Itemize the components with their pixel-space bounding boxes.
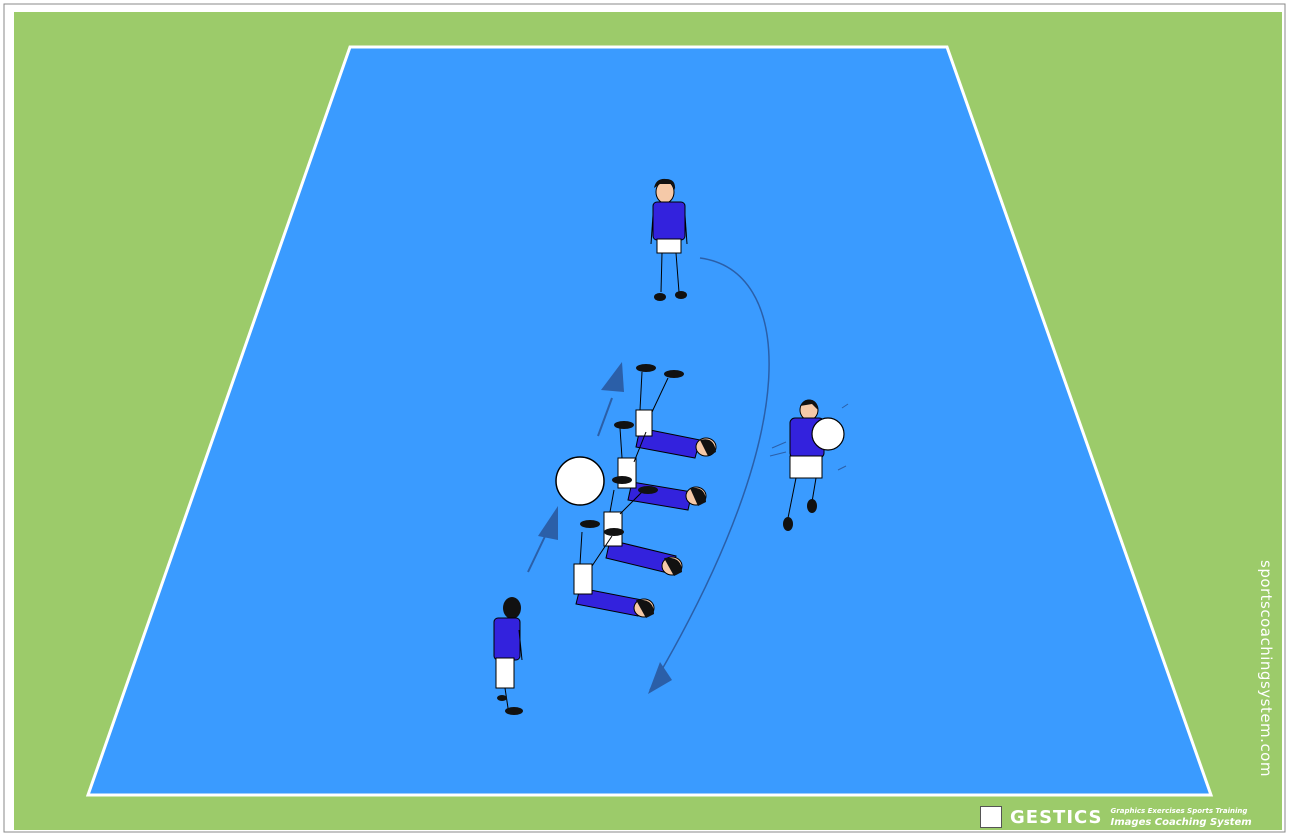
brand-tagline: Graphics Exercises Sports Training Image… xyxy=(1111,806,1252,828)
ball xyxy=(556,457,604,505)
watermark-url: sportscoachingsystem.com xyxy=(1257,560,1275,777)
gestics-logo-icon xyxy=(980,806,1002,828)
brand-tagline-1: Graphics Exercises Sports Training xyxy=(1111,806,1252,817)
brand-tagline-2: Images Coaching System xyxy=(1111,817,1252,828)
brand-name: GESTICS xyxy=(1010,807,1103,828)
brand-block: GESTICS Graphics Exercises Sports Traini… xyxy=(980,806,1252,828)
